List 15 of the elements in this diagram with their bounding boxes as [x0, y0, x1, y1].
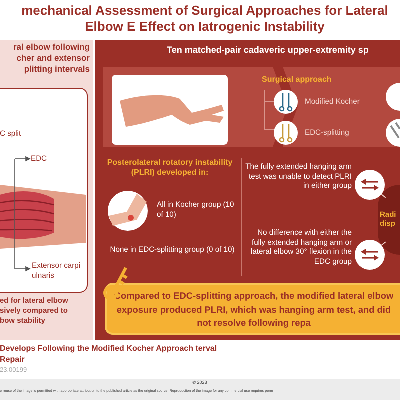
panel-heading: ral elbow following cher and extensor plitting intervals	[12, 42, 90, 75]
panel-heading: Ten matched-pair cadaveric upper-extremity sp	[167, 45, 369, 56]
section-heading: Posterolateral rotatory instability (PLRI) developed in:	[106, 158, 234, 178]
icon-circle	[355, 240, 385, 270]
footer-title: Develops Following the Modified Kocher Approach terval Repair	[0, 343, 218, 365]
connector-line	[381, 194, 386, 198]
anatomy-box	[0, 88, 88, 293]
side-panel	[0, 40, 93, 340]
connector-line	[381, 242, 386, 246]
icon-circle	[355, 170, 385, 200]
group-heading: Surgical approach	[262, 75, 332, 85]
conclusion-box	[105, 283, 400, 335]
title: mechanical Assessment of Surgical Approaches for Lateral Elbow E Effect on Iatrogenic Instability	[20, 3, 390, 35]
arm-box	[112, 75, 228, 145]
main-panel	[95, 40, 400, 340]
